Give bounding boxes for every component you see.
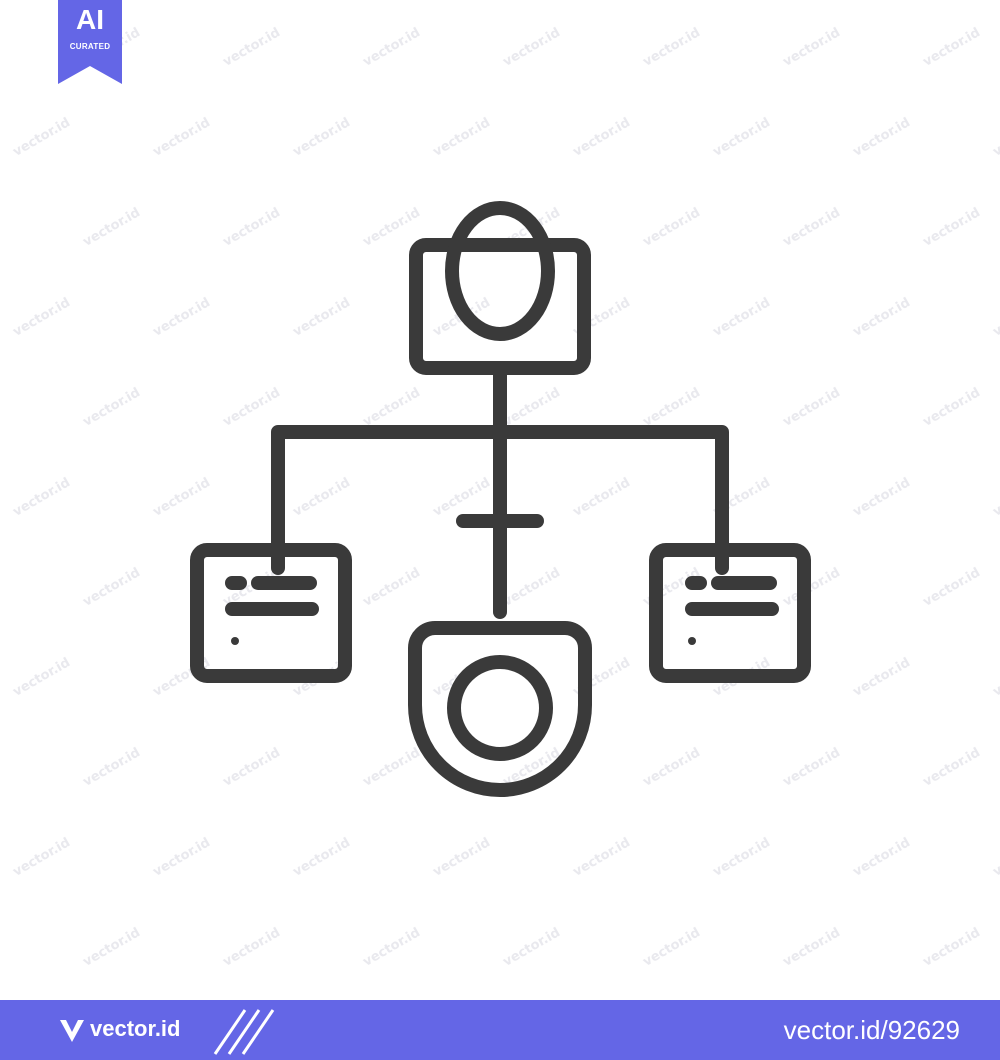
- footer-brand: vector.id: [90, 1016, 181, 1041]
- left-node-lines: [225, 576, 319, 616]
- left-node-box: [190, 543, 352, 683]
- decorative-slashes-icon: [213, 1009, 275, 1055]
- right-node-box: [649, 543, 811, 683]
- top-node-box: [409, 238, 591, 375]
- badge-title: AI: [76, 4, 104, 35]
- ai-curated-badge: AI CURATED: [58, 0, 122, 86]
- right-node-dot: [688, 637, 696, 645]
- top-node-circle: [445, 201, 555, 341]
- footer-image-id: vector.id/92629: [783, 1015, 960, 1045]
- footer-bar: vector.id vector.id/92629: [0, 1000, 1000, 1060]
- right-node-lines: [685, 576, 779, 616]
- vector-logo-icon: [60, 1020, 84, 1042]
- bottom-node: [408, 621, 592, 797]
- right-node: [649, 543, 811, 683]
- left-node-dot: [231, 637, 239, 645]
- bottom-node-shield: [408, 621, 592, 797]
- bottom-node-circle: [447, 655, 553, 761]
- branch-connector: [271, 425, 729, 575]
- left-node: [190, 543, 352, 683]
- top-node: [409, 201, 591, 375]
- badge-ribbon-shape: [58, 0, 122, 84]
- hierarchy-flowchart-icon: [190, 201, 811, 797]
- badge-subtitle: CURATED: [69, 42, 111, 51]
